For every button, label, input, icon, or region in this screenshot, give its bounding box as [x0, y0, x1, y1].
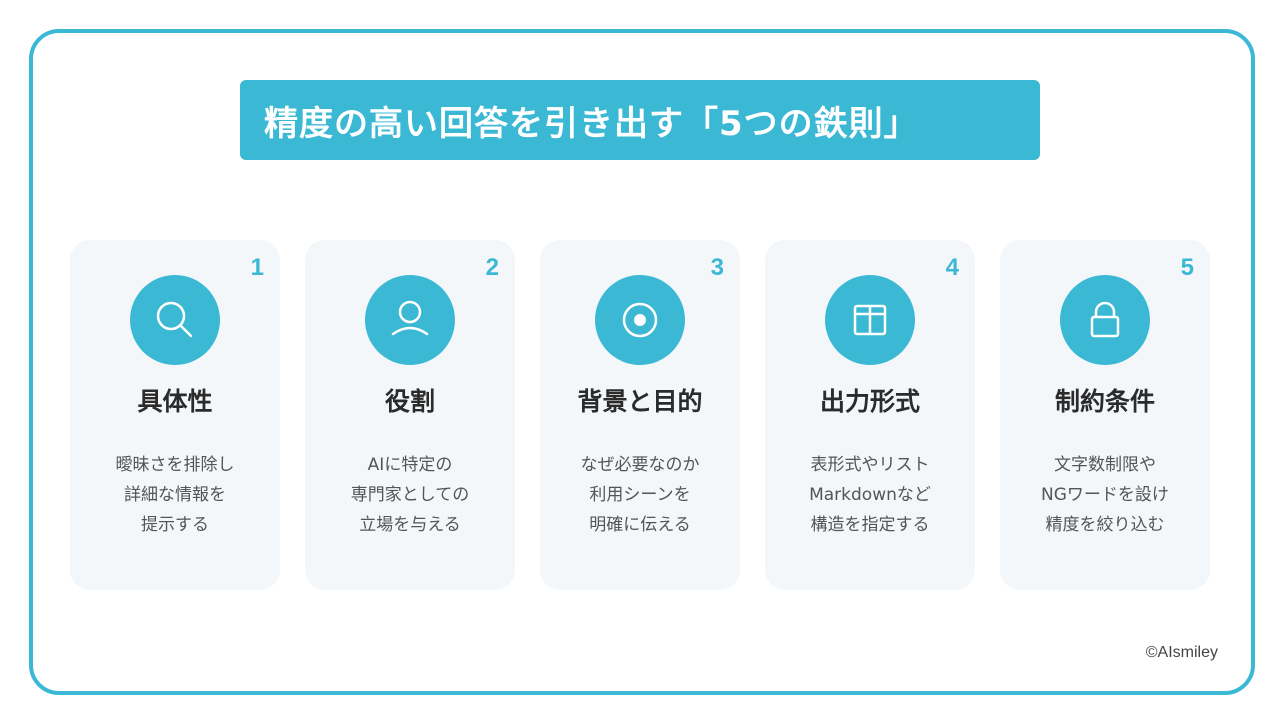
- desc-line: 明確に伝える: [589, 515, 691, 535]
- desc-line: 専門家としての: [350, 485, 470, 505]
- card-number: 4: [945, 254, 959, 281]
- card-number: 5: [1180, 254, 1194, 281]
- card-title: 具体性: [137, 387, 213, 416]
- card-output-format: 4 出力形式 表形式やリスト Markdownなど 構造を指定する: [765, 240, 975, 590]
- desc-line: 立場を与える: [359, 515, 461, 535]
- user-icon: [365, 275, 455, 365]
- card-title: 制約条件: [1054, 387, 1155, 416]
- card-description: なぜ必要なのか 利用シーンを 明確に伝える: [540, 450, 740, 540]
- desc-line: 文字数制限や: [1054, 455, 1156, 475]
- desc-line: Markdownなど: [809, 485, 931, 505]
- desc-line: なぜ必要なのか: [580, 455, 700, 475]
- desc-line: 構造を指定する: [810, 515, 930, 535]
- desc-line: AIに特定の: [367, 455, 453, 475]
- desc-line: 表形式やリスト: [810, 455, 930, 475]
- desc-line: 精度を絞り込む: [1045, 515, 1165, 535]
- card-number: 1: [250, 254, 264, 281]
- card-role: 2 役割 AIに特定の 専門家としての 立場を与える: [305, 240, 515, 590]
- card-background-purpose: 3 背景と目的 なぜ必要なのか 利用シーンを 明確に伝える: [540, 240, 740, 590]
- table-icon: [825, 275, 915, 365]
- desc-line: 詳細な情報を: [124, 485, 226, 505]
- card-description: AIに特定の 専門家としての 立場を与える: [305, 450, 515, 540]
- card-constraints: 5 制約条件 文字数制限や NGワードを設け 精度を絞り込む: [1000, 240, 1210, 590]
- card-number: 2: [485, 254, 499, 281]
- card-description: 表形式やリスト Markdownなど 構造を指定する: [765, 450, 975, 540]
- desc-line: 提示する: [141, 515, 209, 535]
- slide-frame: [29, 29, 1255, 695]
- card-number: 3: [710, 254, 724, 281]
- card-title: 役割: [384, 387, 435, 416]
- card-specificity: 1 具体性 曖昧さを排除し 詳細な情報を 提示する: [70, 240, 280, 590]
- target-icon: [595, 275, 685, 365]
- copyright: ©AIsmiley: [1145, 644, 1218, 661]
- card-title: 出力形式: [819, 387, 920, 416]
- card-description: 曖昧さを排除し 詳細な情報を 提示する: [70, 450, 280, 540]
- lock-icon: [1060, 275, 1150, 365]
- desc-line: 利用シーンを: [589, 485, 691, 505]
- desc-line: NGワードを設け: [1041, 485, 1169, 505]
- page-title: 精度の高い回答を引き出す「5つの鉄則」: [264, 103, 919, 144]
- card-title: 背景と目的: [577, 387, 703, 416]
- search-icon: [130, 275, 220, 365]
- card-description: 文字数制限や NGワードを設け 精度を絞り込む: [1000, 450, 1210, 540]
- desc-line: 曖昧さを排除し: [115, 455, 235, 475]
- title-banner: 精度の高い回答を引き出す「5つの鉄則」: [240, 80, 1040, 160]
